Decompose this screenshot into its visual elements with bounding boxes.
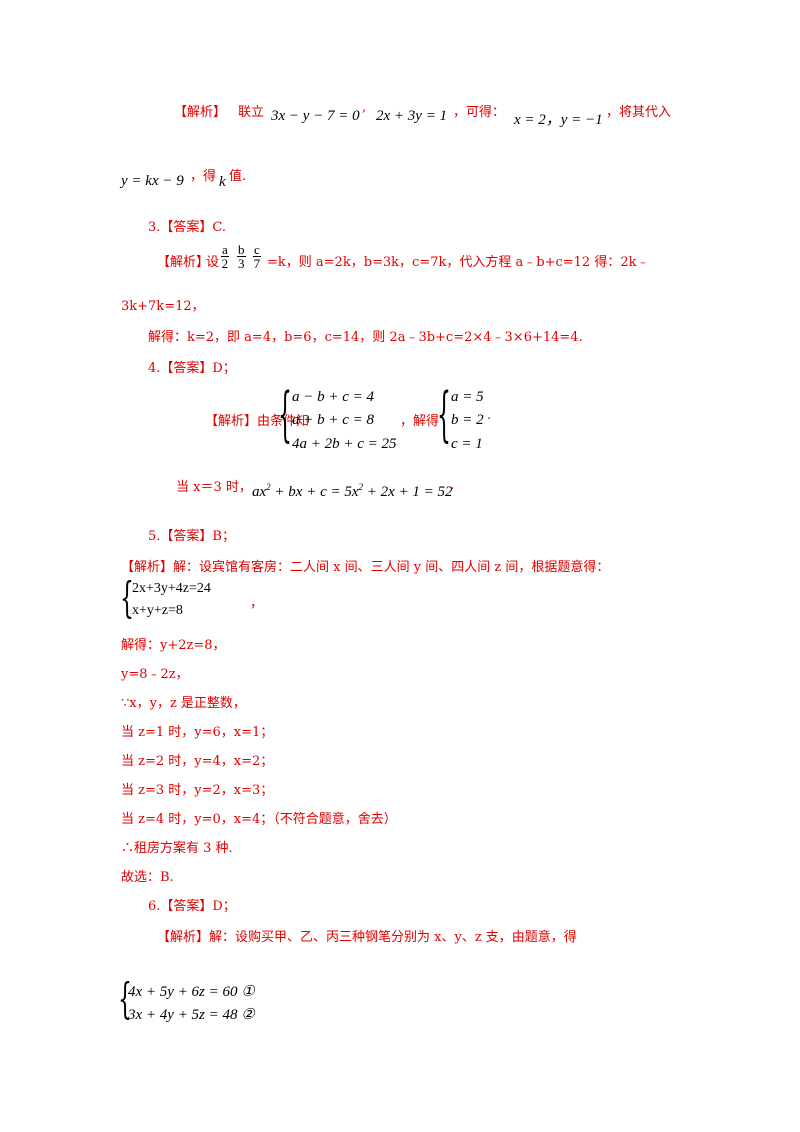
q5-intro: 【解析】解：设宾馆有客房：二人间 x 间、三人间 y 间、四人间 z 间，根据题… bbox=[121, 556, 609, 575]
q3-frac-num-a: a bbox=[221, 242, 229, 257]
q2-var-k: k bbox=[219, 174, 226, 190]
q4-system-2-row-2: b = 2 bbox=[451, 412, 484, 428]
q3-frac-den-7: 7 bbox=[253, 256, 261, 271]
q4-system-2-row-3: c = 1 bbox=[451, 436, 483, 452]
q4-system-1-row-2: a + b + c = 8 bbox=[292, 412, 375, 428]
q5-system-comma: ， bbox=[250, 596, 264, 611]
q4-dot-2: . bbox=[450, 478, 455, 493]
q5-answer: 5.【答案】B； bbox=[148, 529, 235, 544]
q4-expr-part-c: + 2x + 1 = 52 bbox=[363, 484, 453, 500]
q5-line: 解得：y+2z=8， bbox=[121, 638, 226, 653]
q4-system-1-row-3: 4a + 2b + c = 25 bbox=[292, 436, 397, 452]
q5-line: ∵x，y，z 是正整数， bbox=[121, 696, 246, 711]
q2-equation-3: y = kx − 9 bbox=[121, 173, 184, 189]
q4-text-tiaojian: 由条件知 bbox=[257, 414, 310, 429]
q2-text-kede: ，可得： bbox=[453, 105, 506, 120]
q5-system-brace: { bbox=[120, 576, 134, 624]
q6-answer: 6.【答案】D； bbox=[148, 899, 236, 914]
q3-answer: 3.【答案】C. bbox=[148, 220, 227, 235]
q5-intro-text: 解：设宾馆有客房：二人间 x 间、三人间 y 间、四人间 z 间，根据题意得： bbox=[173, 560, 610, 575]
q3-analysis-label: 【解析】 bbox=[157, 255, 210, 270]
q6-system-row-2: 3x + 4y + 5z = 48 ② bbox=[128, 1007, 255, 1023]
q2-analysis-label: 【解析】 bbox=[174, 105, 227, 120]
q5-system-row-2: x+y+z=8 bbox=[132, 603, 183, 618]
q4-system-2-brace: { bbox=[437, 383, 451, 451]
q6-analysis-label: 【解析】 bbox=[157, 930, 210, 945]
q2-equation-2: 2x + 3y = 1 bbox=[376, 108, 448, 124]
q3-fraction-c-7: c 7 bbox=[253, 242, 261, 271]
q2-text-lianli: 联立 bbox=[238, 105, 265, 120]
q4-text-jiede: ，解得 bbox=[400, 414, 440, 429]
q5-system-row-1: 2x+3y+4z=24 bbox=[132, 581, 211, 596]
q4-system-1-brace: { bbox=[278, 383, 292, 451]
q5-analysis-label: 【解析】 bbox=[121, 560, 174, 575]
q4-answer: 4.【答案】D； bbox=[148, 361, 236, 376]
q2-solution: x = 2，y = −1 bbox=[514, 112, 603, 128]
q4-expr-sup-2: 2 bbox=[358, 482, 364, 492]
q5-line: 当 z=4 时，y=0，x=4；（不符合题意，舍去） bbox=[121, 812, 397, 827]
q4-system-1-row-1: a − b + c = 4 bbox=[292, 389, 375, 405]
q3-frac-num-b: b bbox=[237, 242, 246, 257]
q5-line: 故选：B. bbox=[121, 870, 174, 885]
q3-fraction-b-3: b 3 bbox=[237, 242, 246, 271]
q3-line-2: 3k+7k=12， bbox=[121, 299, 205, 314]
q3-fraction-a-2: a 2 bbox=[221, 242, 229, 271]
q2-text-zhi: 值. bbox=[229, 169, 247, 184]
q6-intro: 【解析】解：设购买甲、乙、丙三种钢笔分别为 x、y、z 支，由题意，得 bbox=[157, 926, 577, 945]
q2-text-daiju: ，将其代入 bbox=[606, 105, 672, 120]
q4-system-2-row-1: a = 5 bbox=[451, 389, 484, 405]
q4-dot: . bbox=[487, 408, 492, 423]
q4-when-x3: 当 x＝3 时， bbox=[176, 480, 252, 495]
q4-expression: ax2 + bx + c = 5x2 + 2x + 1 = 52 bbox=[252, 482, 453, 501]
q3-frac-den-2: 2 bbox=[221, 256, 229, 271]
q5-line: 当 z=2 时，y=4，x=2； bbox=[121, 754, 274, 769]
q2-comma-1: , bbox=[362, 100, 367, 115]
q6-system-brace: { bbox=[118, 977, 132, 1025]
q5-line: y=8﹣2z， bbox=[121, 667, 189, 682]
q5-line: 当 z=1 时，y=6，x=1； bbox=[121, 725, 274, 740]
q3-frac-den-3: 3 bbox=[238, 256, 245, 271]
q4-expr-part-a: ax bbox=[252, 484, 267, 500]
q2-equation-1: 3x − y − 7 = 0 bbox=[271, 108, 360, 124]
q5-line: 当 z=3 时，y=2，x=3； bbox=[121, 783, 274, 798]
q4-analysis-label: 【解析】 bbox=[205, 414, 258, 429]
q3-line-1: =k，则 a=2k，b=3k，c=7k，代入方程 a﹣b+c=12 得：2k﹣ bbox=[267, 255, 650, 270]
q3-frac-num-c: c bbox=[253, 242, 261, 257]
q3-text-she: 设 bbox=[206, 255, 220, 270]
q2-text-de: ，得 bbox=[190, 169, 217, 184]
q5-line: ∴租房方案有 3 种. bbox=[121, 841, 233, 856]
q6-system-row-1: 4x + 5y + 6z = 60 ① bbox=[128, 984, 255, 1000]
q4-expr-sup-1: 2 bbox=[266, 482, 271, 492]
q6-intro-text: 解：设购买甲、乙、丙三种钢笔分别为 x、y、z 支，由题意，得 bbox=[209, 930, 577, 945]
q3-line-3: 解得：k=2，即 a=4，b=6，c=14，则 2a﹣3b+c=2×4﹣3×6+… bbox=[148, 330, 583, 345]
q4-expr-part-b: + bx + c = 5x bbox=[270, 484, 359, 500]
